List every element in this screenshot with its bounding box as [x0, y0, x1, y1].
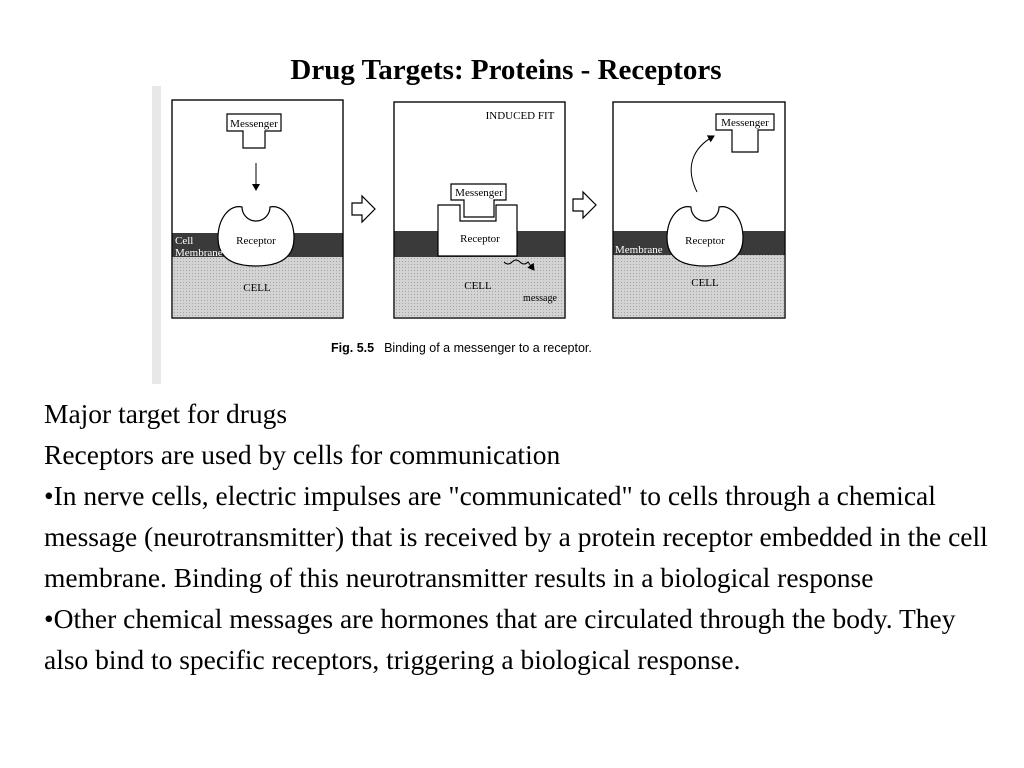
cell-label: CELL — [243, 282, 271, 294]
transition-arrow-icon — [351, 194, 376, 224]
caption-number: Fig. 5.5 — [331, 341, 374, 355]
signal-squiggle-arrow — [503, 259, 535, 271]
cell-label: CELL — [691, 277, 719, 289]
receptor-shape — [437, 204, 518, 257]
messenger-label: Messenger — [230, 118, 278, 130]
cell-region — [394, 257, 565, 318]
figure-caption: Fig. 5.5 Binding of a messenger to a rec… — [331, 339, 592, 356]
messenger-shape: Messenger — [450, 183, 507, 218]
receptor-shape: Receptor — [666, 206, 744, 267]
release-arrow — [690, 135, 715, 193]
panel-3: Messenger Receptor Membrane CELL — [612, 101, 786, 319]
messenger-label: Messenger — [721, 117, 769, 129]
slide-title: Drug Targets: Proteins - Receptors — [290, 54, 722, 86]
scan-edge — [152, 86, 161, 384]
transition-arrow-icon — [572, 190, 597, 220]
cell-region — [172, 257, 343, 318]
cell-membrane-label-1: Cell — [175, 235, 193, 247]
panel-2: INDUCED FIT Receptor Messenger CELL mess… — [393, 101, 566, 319]
slide-body: Major target for drugs Receptors are use… — [44, 393, 1004, 680]
receptor-binding-figure: Messenger Receptor Cell Membrane CELL IN… — [152, 86, 792, 386]
induced-fit-label: INDUCED FIT — [486, 110, 555, 122]
panel-1: Messenger Receptor Cell Membrane CELL — [171, 99, 344, 319]
bullet-hormones: •Other chemical messages are hormones th… — [44, 603, 956, 675]
messenger-label: Messenger — [455, 187, 503, 199]
receptor-shape: Receptor — [217, 206, 295, 267]
cell-label: CELL — [464, 280, 492, 292]
caption-text: Binding of a messenger to a receptor. — [384, 341, 592, 355]
message-label: message — [523, 293, 557, 304]
messenger-shape: Messenger — [715, 113, 775, 153]
membrane-label: Membrane — [615, 244, 663, 256]
body-line-1: Major target for drugs — [44, 398, 288, 429]
receptor-label: Receptor — [236, 235, 276, 247]
body-line-2: Receptors are used by cells for communic… — [44, 439, 561, 470]
bullet-nerve-cells: •In nerve cells, electric impulses are "… — [44, 480, 988, 593]
cell-membrane-label-2: Membrane — [175, 247, 223, 259]
messenger-shape: Messenger — [226, 113, 282, 149]
receptor-label: Receptor — [460, 233, 500, 245]
receptor-label: Receptor — [685, 235, 725, 247]
